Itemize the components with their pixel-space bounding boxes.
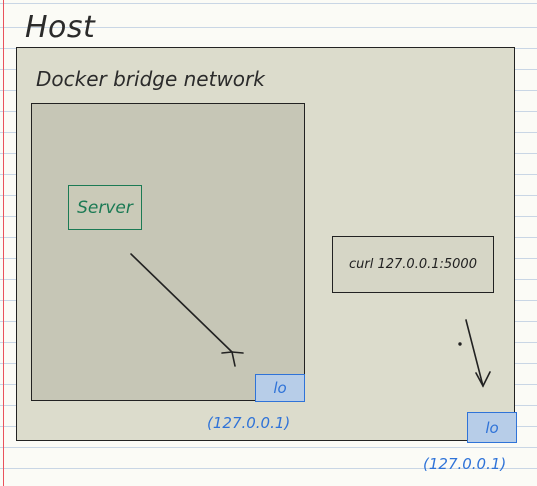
bridge-loopback-box: lo (255, 374, 305, 402)
bridge-network-title: Docker bridge network (36, 67, 265, 91)
server-box: Server (68, 185, 142, 230)
host-loopback-label: lo (485, 418, 499, 437)
bridge-loopback-label: lo (273, 379, 287, 397)
curl-command-label: curl 127.0.0.1:5000 (349, 257, 477, 272)
host-loopback-box: lo (467, 412, 517, 443)
curl-to-host-loopback-arrow (458, 319, 491, 388)
host-title: Host (25, 10, 96, 45)
server-to-loopback-arrow (130, 253, 244, 367)
server-label: Server (77, 197, 133, 218)
bridge-network-box (31, 103, 305, 401)
host-loopback-address: (127.0.0.1) (423, 455, 507, 473)
bridge-loopback-address: (127.0.0.1) (207, 414, 291, 432)
curl-command-box: curl 127.0.0.1:5000 (332, 236, 494, 293)
